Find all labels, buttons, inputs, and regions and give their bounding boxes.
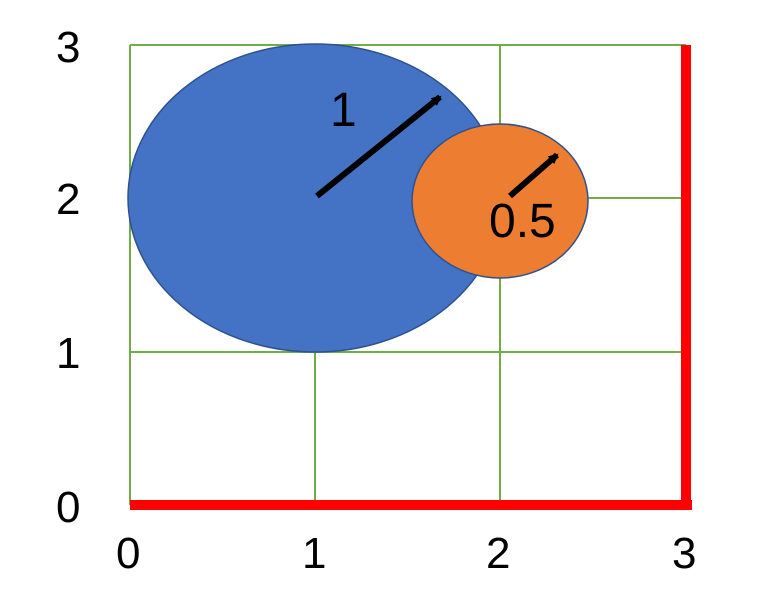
x-tick-1: 1 [302,529,326,578]
large-radius-arrow [315,94,442,199]
large-radius-label: 1 [330,84,357,137]
small-radius-label: 0.5 [489,195,556,248]
y-tick-0: 0 [56,483,80,532]
y-tick-3: 3 [56,23,80,72]
y-tick-1: 1 [56,329,80,378]
y-tick-2: 2 [56,175,80,224]
x-tick-0: 0 [116,529,140,578]
x-tick-3: 3 [672,529,696,578]
x-tick-2: 2 [486,529,510,578]
small-radius-arrow [508,152,559,199]
